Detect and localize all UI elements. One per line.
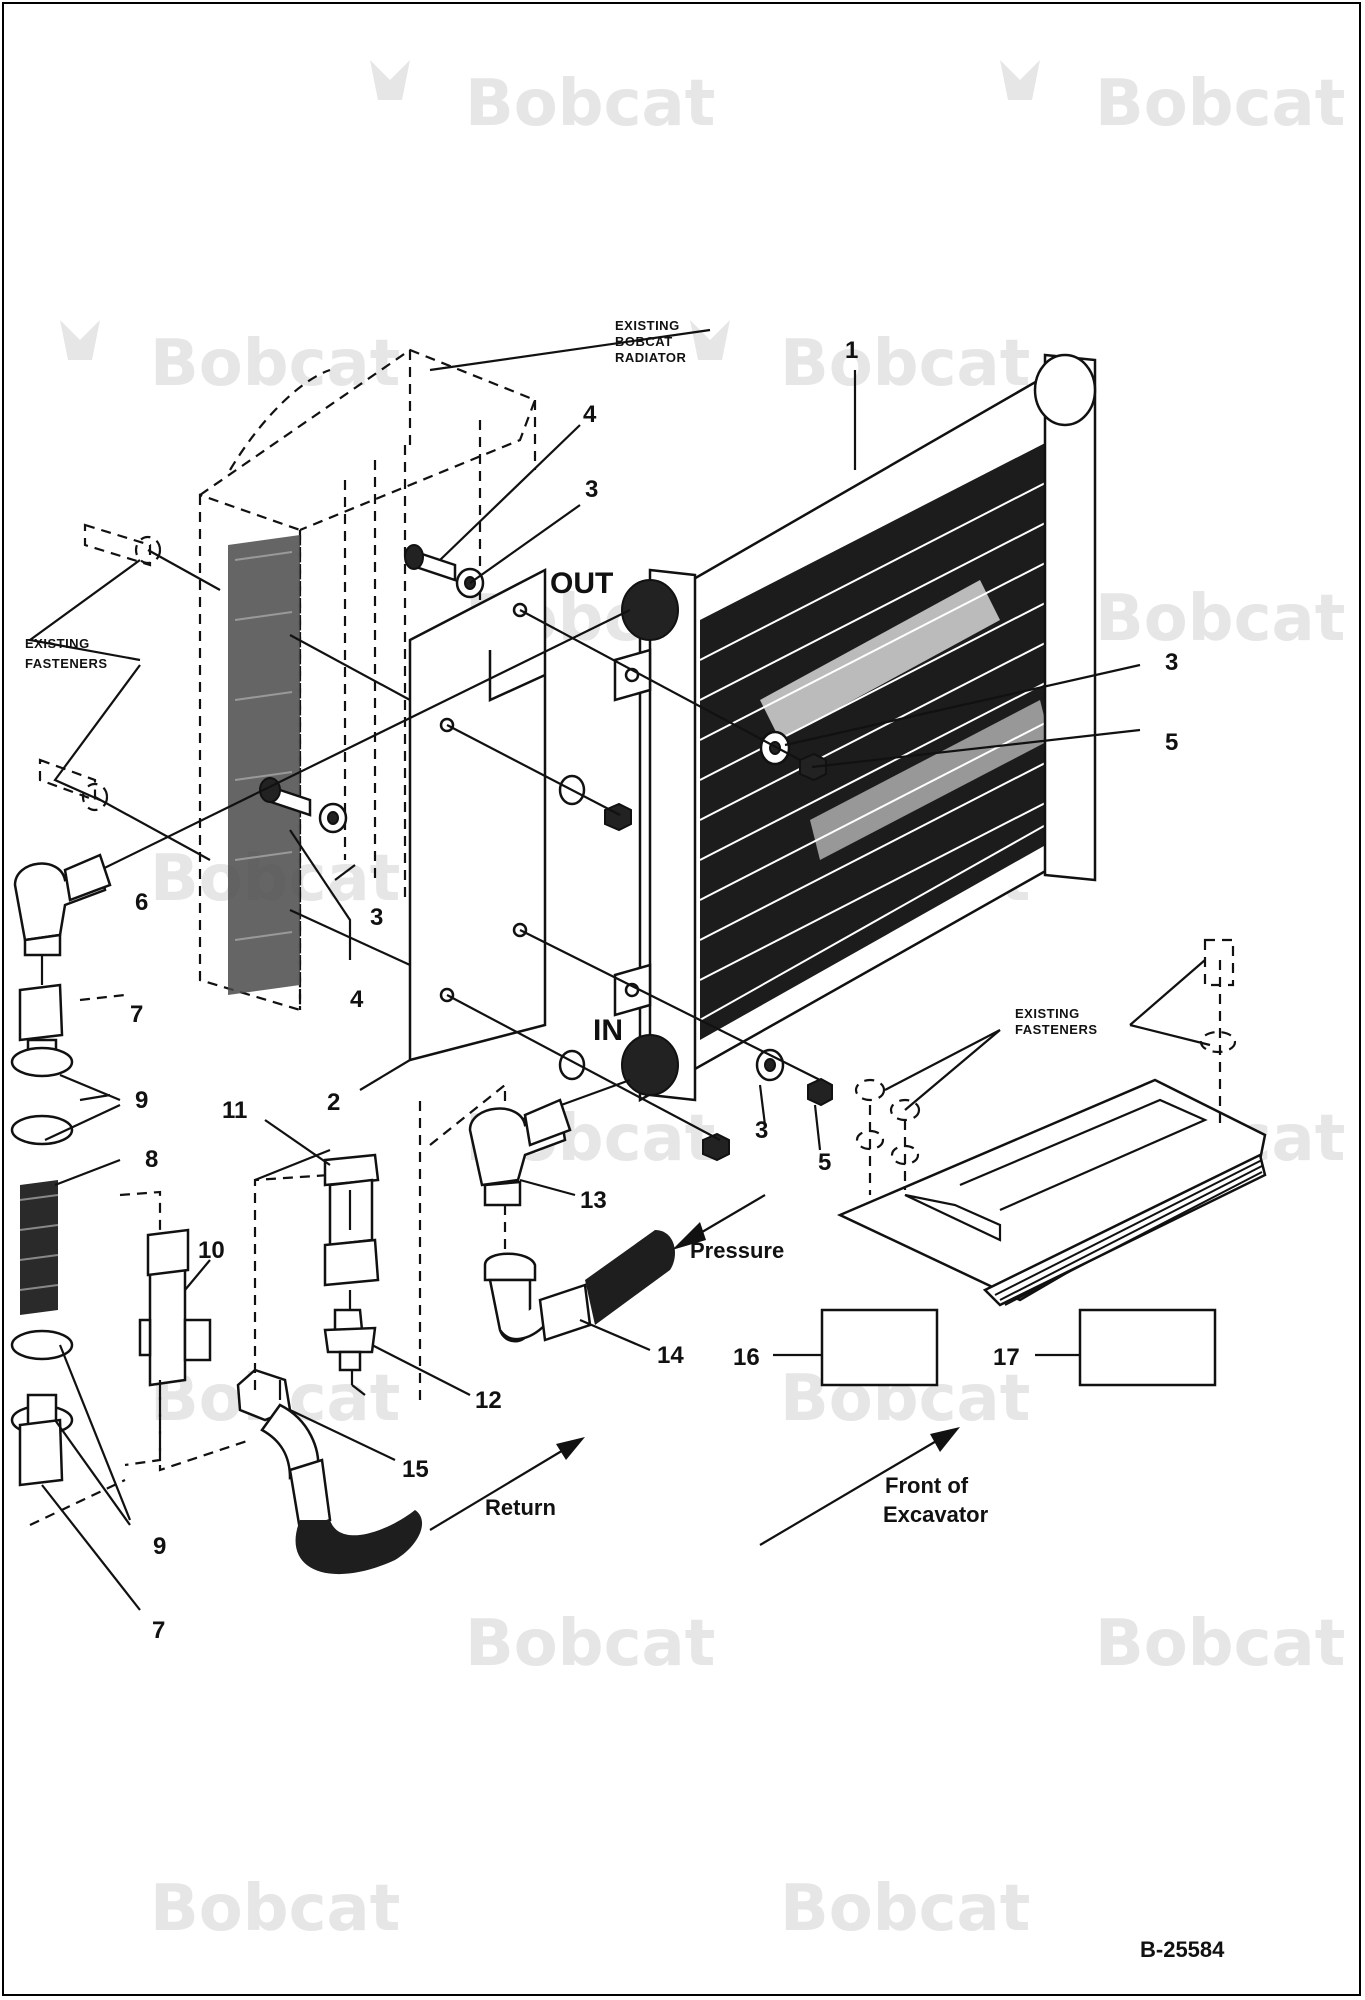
callout: 8 <box>145 1146 158 1173</box>
watermark: Bobcat <box>780 327 1030 401</box>
watermark: Bobcat <box>1095 1607 1345 1681</box>
return-label: Return <box>485 1495 556 1520</box>
leader-13 <box>519 1178 576 1197</box>
watermark-logo-icon <box>60 320 100 360</box>
left-fitting-stack <box>10 853 162 1526</box>
leader-7a <box>79 1093 111 1102</box>
watermark: Bobcat <box>780 1872 1030 1946</box>
callout: 11 <box>222 1097 247 1124</box>
callout: 16 <box>733 1344 760 1371</box>
leader-9a <box>44 1073 121 1141</box>
mounting-plate <box>408 567 547 1062</box>
callout-labels: 1 2 3 3 3 3 4 4 5 5 6 7 7 8 9 9 10 11 12… <box>130 337 1178 1644</box>
callout: 2 <box>327 1089 340 1116</box>
pressure-label: Pressure <box>690 1238 784 1263</box>
flow-arrows <box>429 1194 960 1546</box>
callout: 7 <box>152 1617 165 1644</box>
front-label-line2: Excavator <box>883 1502 989 1527</box>
callout: 3 <box>370 904 383 931</box>
watermark: Bobcat <box>465 1607 715 1681</box>
check-valve <box>254 1148 380 1400</box>
callout: 3 <box>755 1117 768 1144</box>
callout: 4 <box>350 986 364 1013</box>
leader-15 <box>289 1409 396 1461</box>
callout: 13 <box>580 1187 607 1214</box>
svg-text:BOBCAT: BOBCAT <box>615 334 673 349</box>
watermark: Bobcat <box>465 67 715 141</box>
watermark: Bobcat <box>150 327 400 401</box>
oil-cooler <box>613 353 1097 1103</box>
callout: 3 <box>1165 649 1178 676</box>
callout: 7 <box>130 1001 143 1028</box>
svg-text:EXISTING: EXISTING <box>1015 1006 1080 1021</box>
leader-8 <box>54 1158 121 1187</box>
in-label: IN <box>593 1014 623 1047</box>
cooler-shield <box>836 938 1267 1307</box>
svg-text:EXISTING: EXISTING <box>25 636 90 651</box>
watermark-logo-icon <box>370 60 410 100</box>
callout: 6 <box>135 889 148 916</box>
svg-text:FASTENERS: FASTENERS <box>1015 1022 1098 1037</box>
fastener-hardware <box>38 523 833 1162</box>
part-16-box <box>820 1308 939 1387</box>
callout: 9 <box>153 1533 166 1560</box>
watermark: Bobcat <box>1095 582 1345 656</box>
svg-text:FASTENERS: FASTENERS <box>25 656 108 671</box>
callout: 15 <box>402 1456 429 1483</box>
watermark-logo-icon <box>1000 60 1040 100</box>
existing-fasteners-left-note: EXISTING FASTENERS <box>25 636 108 671</box>
watermark: Bobcat <box>1095 67 1345 141</box>
callout: 10 <box>198 1237 225 1264</box>
callout: 4 <box>583 401 597 428</box>
callout: 5 <box>818 1149 831 1176</box>
svg-text:RADIATOR: RADIATOR <box>615 350 687 365</box>
leader-9b <box>54 1344 132 1526</box>
part-17-box <box>1078 1308 1217 1387</box>
callout: 5 <box>1165 729 1178 756</box>
leader-and-assembly-lines <box>27 328 1211 1151</box>
out-label: OUT <box>550 567 613 600</box>
watermark-logo-icon <box>690 320 730 360</box>
front-label-line1: Front of <box>885 1473 969 1498</box>
callout: 14 <box>657 1342 684 1369</box>
callout: 9 <box>135 1087 148 1114</box>
leader-14 <box>579 1318 651 1352</box>
tee-and-return-hose <box>138 1100 423 1575</box>
leader-10 <box>184 1259 211 1291</box>
callout: 17 <box>993 1344 1020 1371</box>
callout: 3 <box>585 476 598 503</box>
figure-id: B-25584 <box>1140 1937 1225 1962</box>
leader-7b <box>41 1484 141 1611</box>
callout: 1 <box>845 337 858 364</box>
pressure-elbow-and-hose <box>429 1082 675 1343</box>
existing-fasteners-right-note: EXISTING FASTENERS <box>1015 1006 1098 1037</box>
leader-11 <box>264 1119 331 1166</box>
callout: 12 <box>475 1387 502 1414</box>
leader-12 <box>371 1344 471 1396</box>
existing-radiator-note: EXISTING BOBCAT RADIATOR <box>615 318 687 365</box>
existing-radiator <box>198 348 537 1012</box>
watermark: Bobcat <box>150 1872 400 1946</box>
svg-text:EXISTING: EXISTING <box>615 318 680 333</box>
